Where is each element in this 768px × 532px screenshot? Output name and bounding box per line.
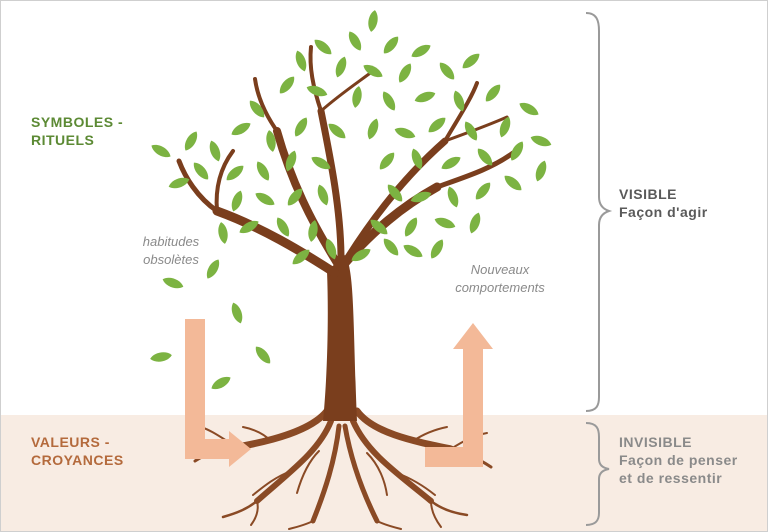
new-behaviours-caption: Nouveaux comportements (455, 262, 545, 295)
old-habits-arrow (185, 319, 251, 467)
invisible-subtitle-line1: Façon de penser (619, 452, 738, 468)
falling-leaves (149, 257, 274, 393)
old-habits-caption: habitudes obsolètes (142, 234, 200, 267)
symbols-label: SYMBOLES - RITUELS (31, 114, 124, 148)
tree-branches (176, 45, 516, 278)
visible-title: VISIBLE (619, 186, 677, 202)
invisible-subtitle-line2: et de ressentir (619, 470, 723, 486)
visible-bracket (585, 12, 613, 412)
tree-roots (193, 407, 493, 530)
invisible-bracket (585, 422, 610, 526)
visible-subtitle: Façon d'agir (619, 204, 708, 220)
values-label: VALEURS - CROYANCES (31, 434, 124, 468)
visible-label: VISIBLE Façon d'agir (619, 185, 708, 221)
tree-trunk (323, 255, 357, 421)
tree-leaves (149, 9, 553, 268)
invisible-title: INVISIBLE (619, 434, 692, 450)
invisible-label: INVISIBLE Façon de penser et de ressenti… (619, 433, 738, 487)
new-behaviours-arrow (425, 323, 493, 467)
